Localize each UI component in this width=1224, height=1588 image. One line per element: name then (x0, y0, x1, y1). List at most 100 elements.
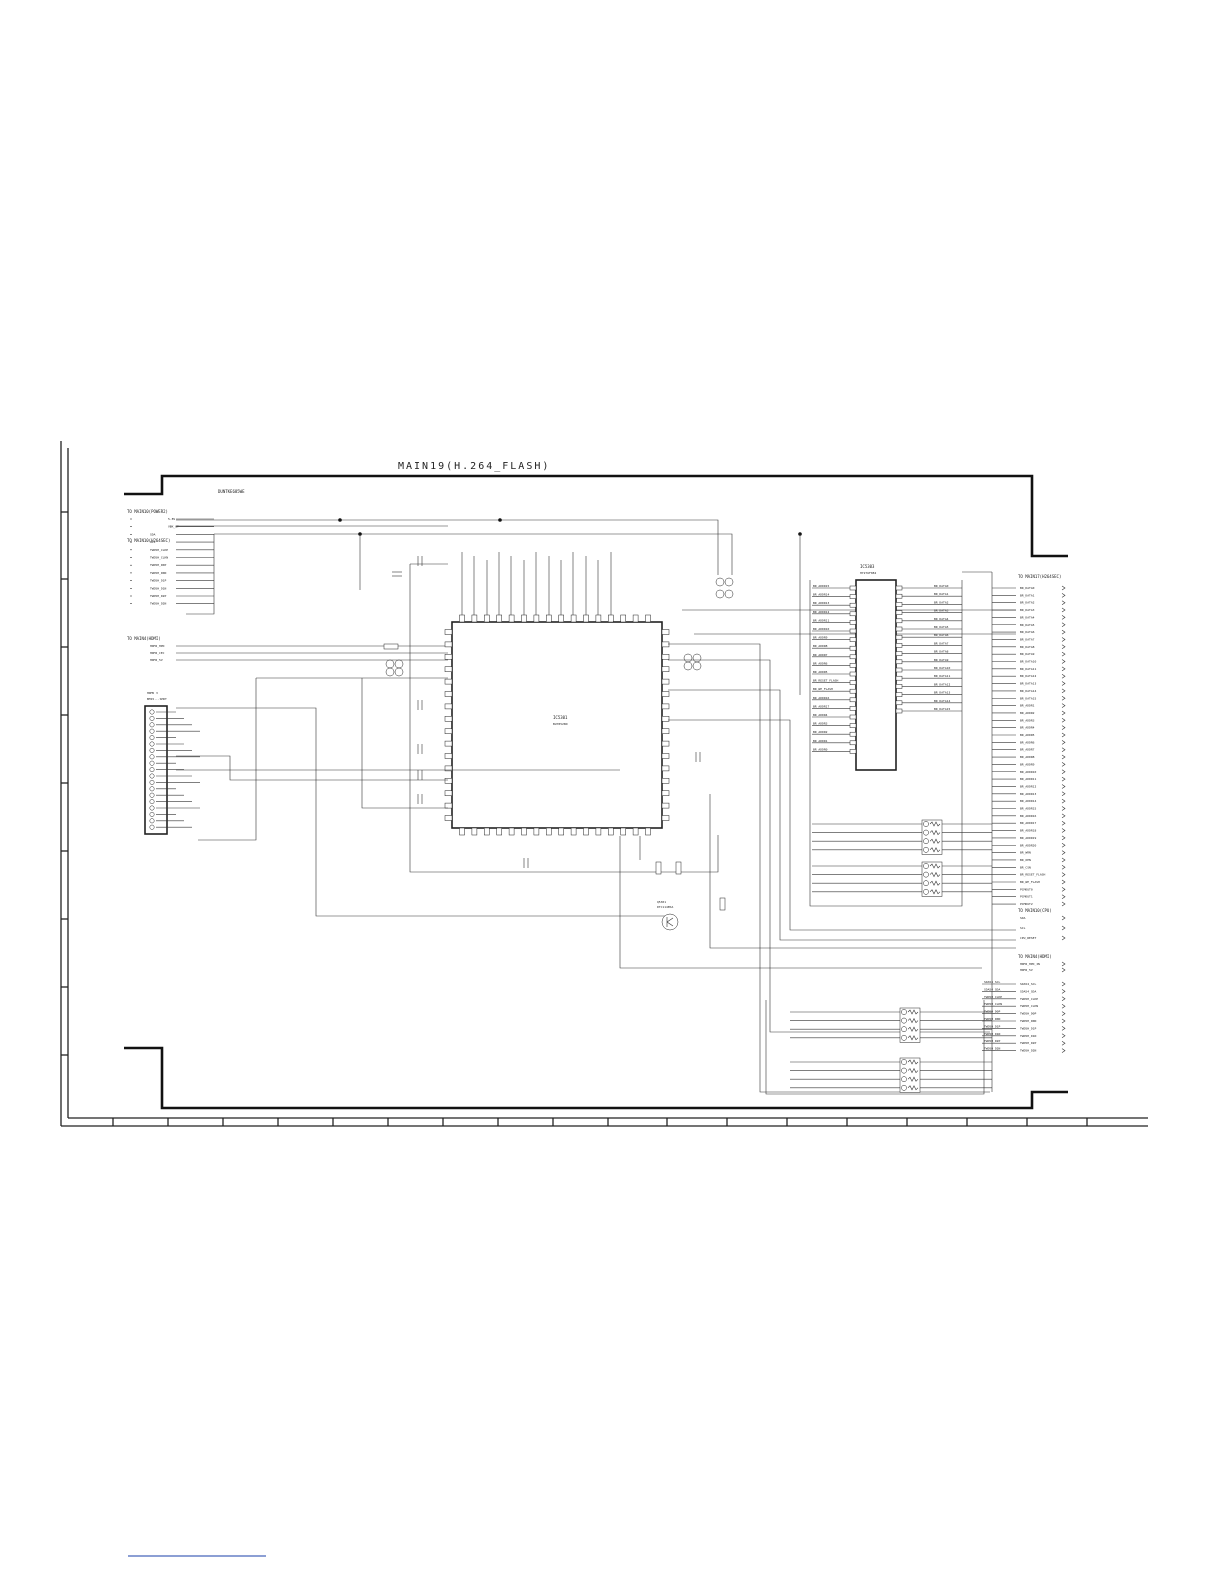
net-label: BR_ADDR0 (813, 747, 828, 751)
net-label: TWD5H_D0P (150, 563, 166, 567)
net-label: BR_DATA13 (1020, 682, 1036, 686)
net-label: BR_ADDR19 (1020, 836, 1036, 840)
ic-right-signal-wire (668, 659, 990, 1033)
net-label: BR_DATA0 (934, 584, 949, 588)
net-label: TWD5H_CLKP (1020, 997, 1038, 1001)
ic-pin-left (444, 728, 453, 734)
main-ic-pins-group (444, 614, 670, 836)
connector-arrow (1061, 1033, 1066, 1039)
resistor-zigzag (907, 1059, 919, 1065)
ferrite-bead (715, 577, 725, 587)
flash-pin-right (895, 585, 903, 591)
net-label: BR_DATA9 (1020, 652, 1035, 656)
net-label: TWD5H_D2N (150, 602, 166, 606)
net-label: BR_ADDR6 (813, 661, 828, 665)
connector-arrow (1061, 813, 1066, 819)
net-label: BR_DATA12 (1020, 674, 1036, 678)
ic-pin-bottom (496, 827, 502, 836)
ic-pin-top (484, 614, 490, 623)
board-code: DUNTKE685WE (218, 489, 245, 494)
ic-pin-bottom (620, 827, 626, 836)
connector-arrow (1061, 600, 1066, 605)
transistor-ref: Q5301 (657, 900, 666, 904)
sheet-border-bottom (124, 1046, 1068, 1110)
connector-arrow (1061, 629, 1066, 635)
main-ic-body (451, 621, 663, 829)
connector-arrow (1061, 747, 1066, 752)
ruler-ticks (61, 511, 1088, 1126)
main-ic-ref: IC5301 (553, 715, 568, 720)
net-label: BR_DATA6 (934, 633, 949, 637)
net-label: BR_ADDR15 (813, 584, 829, 588)
connector-arrow (1061, 585, 1066, 591)
resistor (655, 861, 662, 875)
ic-pin-left (444, 641, 453, 648)
ferrite-bead (724, 577, 734, 587)
net-label: BR_ADDR10 (813, 627, 829, 631)
net-label: BR_DATA7 (1020, 637, 1035, 641)
net-label: BR_ADDR9 (813, 636, 828, 640)
net-label: HDMI_HPD (150, 644, 165, 648)
connector-arrow (1061, 925, 1066, 931)
header-pin (149, 805, 155, 811)
net-label: BR_DATA4 (1020, 615, 1035, 619)
net-label: BR_DATA5 (1020, 623, 1035, 627)
connector-arrow (1061, 996, 1066, 1002)
net-label: TWD5H_D1N (1020, 1034, 1036, 1038)
resistor-zigzag (929, 838, 941, 844)
flash-pin-right (895, 708, 903, 714)
connector-arrow (1061, 718, 1066, 723)
resistor-arrays-group (765, 819, 992, 1095)
ic-pin-right (661, 802, 670, 809)
flash-pin-left (849, 749, 857, 754)
net-label: BR_DATA14 (1020, 689, 1036, 693)
flash-pin-left (849, 654, 857, 660)
connector-arrow (1061, 828, 1066, 833)
net-label: BR_DATA4 (934, 617, 949, 621)
ic-pin-left (444, 778, 453, 784)
connector-arrow (1061, 696, 1066, 701)
net-label: BR_DATA5 (934, 625, 949, 629)
flash-pin-left (849, 620, 857, 625)
net-label: BR_ADDR15 (1020, 807, 1036, 811)
net-label: HDMI_HPD_IN (1020, 962, 1040, 966)
connector-arrow (1061, 607, 1066, 613)
ic-pin-bottom (608, 827, 614, 836)
flash-pin-left (849, 611, 857, 617)
transistor-symbol (666, 917, 674, 927)
connector-arrow (1061, 872, 1066, 877)
ferrite-bead (715, 589, 725, 599)
ic-pin-bottom (521, 827, 527, 836)
resistor-array (899, 1057, 921, 1093)
net-label: BR_DATA3 (934, 609, 949, 613)
ic-pin-bottom (471, 827, 478, 836)
hdmi-header-connector (144, 705, 168, 835)
flash-pin-left (849, 680, 857, 685)
resistor-zigzag (929, 821, 941, 827)
flash-pin-right (895, 626, 903, 632)
connector-arrow (1061, 1040, 1066, 1046)
net-label: TWD5H_D2P (150, 594, 166, 598)
ic-pin-left (444, 790, 453, 796)
ic-pin-right (661, 703, 670, 710)
connector-arrow (1061, 593, 1066, 598)
connector-h264-right-label: TO MAIN17(H264SEC) (1018, 574, 1061, 579)
net-label: BR_ADDR12 (813, 610, 829, 614)
flash-pin-right (895, 634, 903, 640)
connector-arrow (1061, 989, 1066, 994)
resistor-zigzag (907, 1035, 919, 1041)
net-label: TWD5H_D2P (984, 1039, 1000, 1043)
net-label: HDMI_5V (1020, 968, 1033, 972)
connector-arrow (1061, 1048, 1066, 1053)
transistor-q5301 (661, 913, 679, 931)
ic-pin-bottom (546, 827, 552, 836)
net-label: BR_ADDR1 (813, 739, 828, 743)
header-pin (149, 728, 155, 734)
connector-arrow (1061, 865, 1066, 870)
ic-pin-left (444, 716, 453, 722)
flash-enclosure-wire (809, 580, 963, 907)
resistor-array-element (901, 1026, 907, 1033)
flash-pin-right (895, 651, 903, 656)
flash-pin-right (895, 667, 903, 673)
